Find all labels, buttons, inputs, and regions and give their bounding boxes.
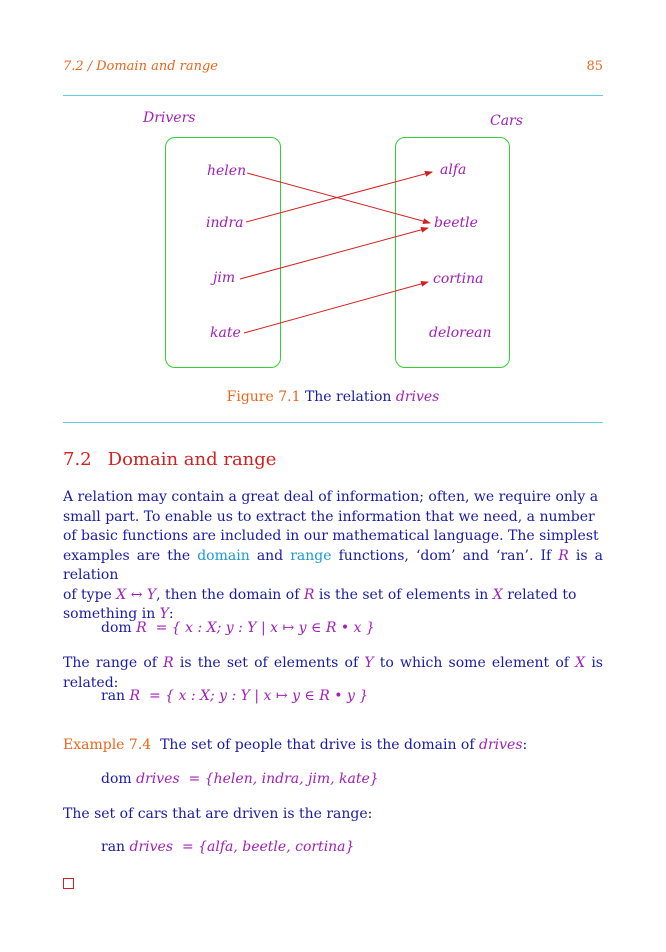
top-rule [63,95,603,96]
caption-emphasis: drives [395,389,440,405]
drivers-set-box [165,137,281,368]
arrow-indra-alfa [245,170,433,223]
example-7-4: Example 7.4 The set of people that drive… [63,737,528,753]
equation-example-dom: dom drives = {helen, indra, jim, kate} [101,771,379,787]
driver-kate: kate [210,325,241,341]
sentence-range: The set of cars that are driven is the r… [63,806,373,822]
car-beetle: beetle [434,215,478,231]
para1-line6: something in Y: [63,606,174,622]
section-heading: 7.2 Domain and range [63,449,276,470]
term-range: range [290,547,332,564]
equation-dom: dom R = { x : X; y : Y | x ↦ y ∈ R • x } [101,620,375,636]
driver-indra: indra [206,215,244,231]
car-delorean: delorean [429,325,492,341]
figure-number: Figure 7.1 [226,389,301,405]
arrow-helen-beetle [246,172,431,225]
example-label: Example 7.4 [63,737,152,753]
header-section-number: 7.2 [63,59,84,74]
page-number: 85 [586,59,603,74]
paragraph-intro: A relation may contain a great deal of i… [63,488,603,625]
header-separator: / [87,59,93,74]
equation-example-ran: ran drives = {alfa, beetle, cortina} [101,839,355,855]
arrow-kate-cortina [243,280,429,334]
car-alfa: alfa [440,162,467,178]
end-of-example-square-icon [63,878,74,889]
figure-caption: Figure 7.1 The relation drives [0,389,666,405]
para1-line4: examples are the domain and range functi… [63,547,603,584]
cars-set-box [395,137,510,368]
figure-right-title: Cars [490,113,523,129]
paragraph-range: The range of R is the set of elements of… [63,655,603,691]
para1-line1: A relation may contain a great deal of i… [63,489,599,505]
arrow-jim-beetle [239,226,429,280]
driver-helen: helen [207,163,247,179]
section-title: Domain and range [107,449,277,470]
caption-text: The relation [304,389,392,405]
header-section-title: Domain and range [96,59,218,74]
section-number: 7.2 [63,449,92,470]
term-domain: domain [197,547,250,564]
equation-ran: ran R = { x : X; y : Y | x ↦ y ∈ R • y } [101,688,369,704]
figure-left-title: Drivers [143,110,196,126]
driver-jim: jim [213,270,236,286]
car-cortina: cortina [433,271,484,287]
para1-line3: of basic functions are included in our m… [63,528,599,544]
figure-bottom-rule [63,422,603,423]
relation-arrows [239,170,433,334]
para1-line2: small part. To enable us to extract the … [63,508,595,525]
para1-line5: of type X ↔ Y, then the domain of R is t… [63,586,577,603]
running-header: 7.2/Domain and range [63,59,218,74]
